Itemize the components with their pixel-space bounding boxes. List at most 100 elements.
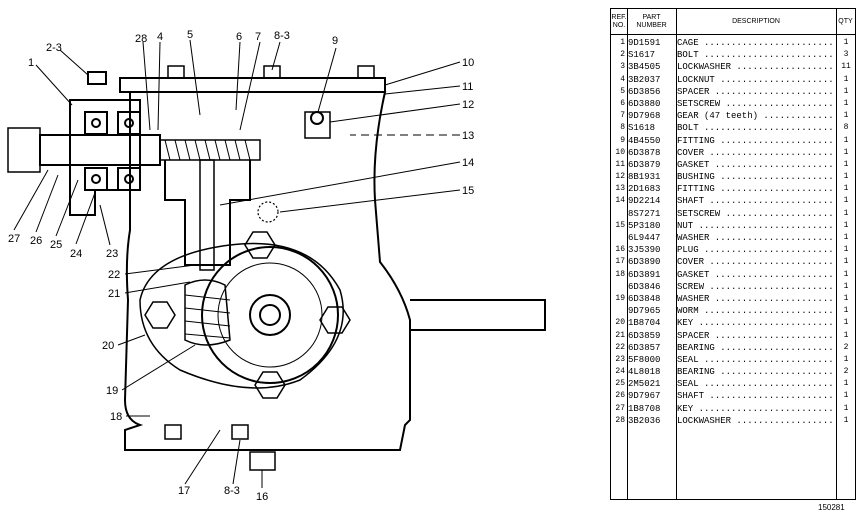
- quantity: 3: [843, 50, 849, 60]
- quantity: 1: [843, 172, 849, 182]
- part-description: NUT ....................................…: [677, 220, 835, 232]
- dot-leader: ........................................: [704, 245, 835, 256]
- quantity: 1: [843, 379, 849, 389]
- part-description: KEY ....................................…: [677, 317, 835, 329]
- part-description: COVER ..................................…: [677, 256, 835, 268]
- dot-leader: ........................................: [763, 111, 835, 122]
- callout-23: 23: [106, 248, 118, 260]
- dot-leader: ........................................: [709, 196, 835, 207]
- part-description: FITTING ................................…: [677, 183, 835, 195]
- part-number: S1618: [628, 123, 656, 134]
- worm: [184, 279, 231, 346]
- part-number: 6D3846: [628, 281, 661, 292]
- dot-leader: ........................................: [704, 50, 835, 61]
- part-description: SHAFT ..................................…: [677, 195, 835, 207]
- output-shaft: [410, 299, 546, 331]
- part-description: GASKET .................................…: [677, 269, 835, 281]
- part-description: CAGE ...................................…: [677, 37, 835, 49]
- part-description: COVER ..................................…: [677, 147, 835, 159]
- header-part-number: PART NUMBER: [627, 9, 676, 35]
- callout-5: 5: [187, 29, 193, 41]
- dot-leader: ........................................: [725, 98, 835, 109]
- ref-number: 6: [620, 98, 625, 108]
- ref-number: 24: [615, 367, 625, 377]
- bearing-lower-left: [84, 167, 108, 191]
- dot-leader: ........................................: [714, 233, 835, 243]
- ref-number: 3: [620, 62, 625, 72]
- part-description: SEAL ...................................…: [677, 354, 835, 366]
- ref-number: 2: [620, 50, 625, 60]
- quantity: 8: [843, 123, 849, 133]
- quantity: 1: [843, 293, 849, 303]
- drain-plug: [249, 451, 276, 471]
- quantity: 1: [843, 245, 849, 255]
- dot-leader: ........................................: [698, 220, 835, 231]
- quantity: 1: [843, 86, 849, 96]
- quantity: 1: [843, 318, 849, 328]
- quantity: 1: [843, 220, 849, 230]
- part-number: 1B8708: [628, 403, 661, 414]
- part-number: 9D7968: [628, 111, 661, 122]
- ref-number: 4: [620, 74, 625, 84]
- callout-13: 13: [462, 130, 474, 142]
- dot-leader: ........................................: [704, 38, 835, 48]
- part-description: LOCKNUT ................................…: [677, 74, 835, 86]
- quantity: 1: [843, 38, 849, 47]
- part-number: 8S7271: [628, 208, 661, 219]
- ref-number: 20: [615, 318, 625, 328]
- callout-20: 20: [102, 340, 114, 352]
- table-row: 6D3846 SCREW ............................…: [611, 281, 855, 293]
- dot-leader: ........................................: [709, 281, 835, 292]
- callout-4: 4: [157, 31, 163, 43]
- ref-number: 11: [615, 159, 625, 169]
- ref-number: 5: [620, 86, 625, 96]
- callout-7: 7: [255, 31, 261, 43]
- quantity: 1: [843, 257, 849, 267]
- part-number: 8B1931: [628, 172, 661, 183]
- header-description: DESCRIPTION: [676, 9, 836, 35]
- callout-24: 24: [70, 248, 82, 260]
- quantity: 1: [843, 415, 849, 425]
- dot-leader: ........................................: [720, 184, 835, 195]
- ref-number: 14: [615, 196, 625, 206]
- part-description: PLUG ...................................…: [677, 244, 835, 256]
- bolt-head: [87, 71, 107, 85]
- ref-number: 25: [615, 379, 625, 389]
- part-number: 3B2036: [628, 415, 661, 426]
- callout-14: 14: [462, 157, 474, 169]
- dot-leader: ........................................: [714, 86, 835, 97]
- callout-16: 16: [256, 491, 268, 503]
- callout-26: 26: [30, 235, 42, 247]
- dot-leader: ........................................: [720, 367, 835, 378]
- callout-21: 21: [108, 288, 120, 300]
- ref-number: 15: [615, 220, 625, 230]
- quantity: 1: [843, 74, 849, 84]
- dot-leader: ........................................: [736, 415, 835, 426]
- quantity: 1: [843, 196, 849, 206]
- part-description: SCREW ..................................…: [677, 281, 835, 293]
- dot-leader: ........................................: [720, 342, 835, 353]
- part-number: 3B4505: [628, 62, 661, 73]
- dot-leader: ........................................: [704, 379, 835, 390]
- callout-22: 22: [108, 269, 120, 281]
- ref-number: 1: [620, 38, 625, 47]
- callout-27: 27: [8, 233, 20, 245]
- quantity: 1: [843, 208, 849, 218]
- quantity: 1: [843, 306, 849, 316]
- part-description: GEAR (47 teeth) ........................…: [677, 110, 835, 122]
- dot-leader: ........................................: [704, 306, 835, 317]
